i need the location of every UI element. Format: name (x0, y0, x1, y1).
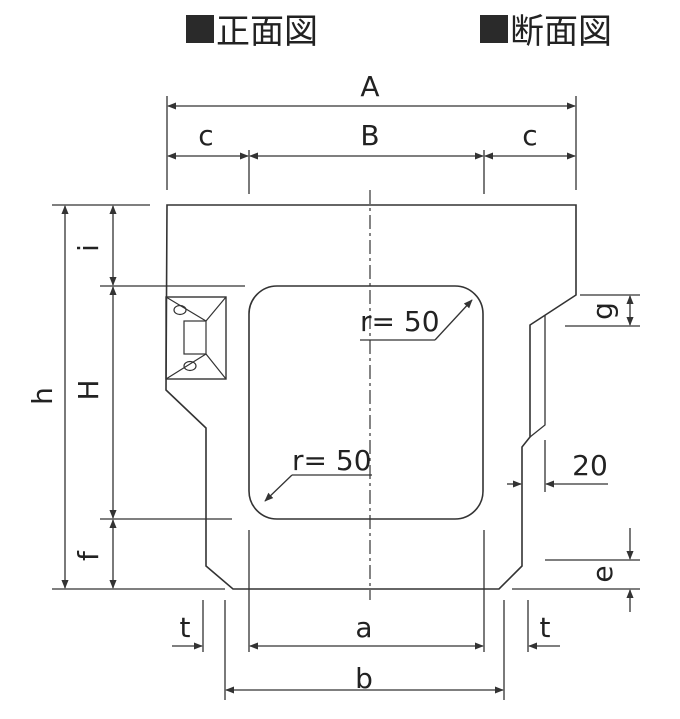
dim-B-row (167, 150, 576, 194)
dim-h-label: h (26, 387, 59, 405)
bolt-hole-icon (173, 304, 187, 316)
dim-A (166, 96, 577, 190)
dim-bottom (172, 530, 560, 700)
bolt-bracket (165, 296, 227, 380)
dim-c-right-label: c (522, 119, 537, 152)
section-view-label: 断面図 (510, 12, 612, 52)
bolt-hole-icon (183, 360, 197, 372)
square-bullet-icon (480, 14, 508, 43)
dim-B-label: B (360, 119, 379, 152)
dim-c-left-label: c (198, 119, 213, 152)
radius-upper-label: r= 50 (360, 305, 440, 338)
front-view-heading: 正面図 (186, 4, 318, 53)
block-outline (165, 204, 577, 590)
dim-i-label: i (72, 244, 105, 252)
square-bullet-icon (186, 14, 214, 43)
section-view-heading: 断面図 (480, 4, 612, 53)
dim-20-label: 20 (572, 449, 608, 482)
dim-t-right-label: t (540, 611, 551, 644)
radius-lower-label: r= 50 (292, 444, 372, 477)
radius-callout-lower (264, 474, 372, 502)
inner-opening (248, 285, 484, 520)
right-groove-line (529, 315, 546, 438)
front-view-label: 正面図 (216, 12, 318, 52)
dim-A-label: A (360, 70, 379, 103)
radius-callout-upper (360, 299, 473, 341)
dim-H-label: H (72, 379, 105, 400)
dim-t-left-label: t (180, 611, 191, 644)
dim-right (507, 294, 640, 612)
dim-g-label: g (586, 302, 619, 320)
dim-a-label: a (355, 611, 372, 644)
dim-left-vertical (52, 204, 245, 590)
dim-b-label: b (355, 662, 373, 695)
dim-f-label: f (72, 550, 105, 561)
dim-e-label: e (586, 565, 619, 582)
